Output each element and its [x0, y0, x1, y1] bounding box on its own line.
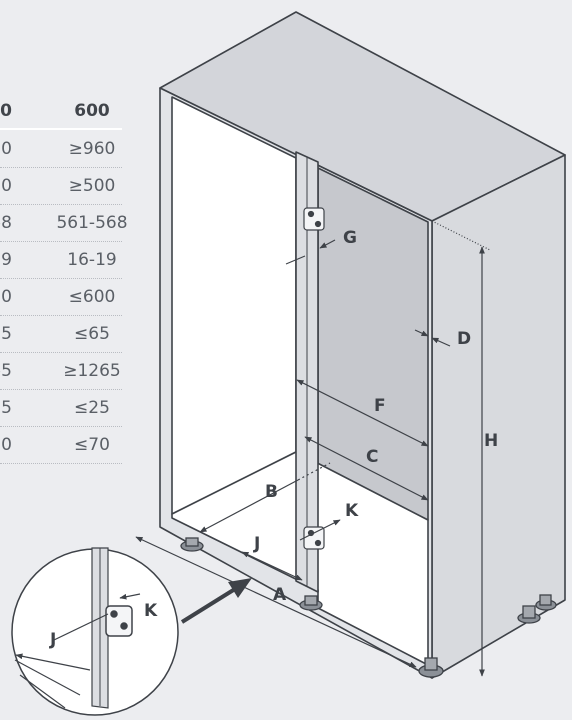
- table-cell: 16-19: [67, 250, 117, 270]
- label-f: F: [374, 396, 386, 416]
- foot: [539, 594, 552, 606]
- dimension-line-a: [135, 536, 417, 668]
- label-b: B: [265, 482, 278, 502]
- table-cell: 5: [1, 398, 12, 418]
- foot: [522, 605, 536, 619]
- dimension-line-d: [414, 329, 429, 337]
- foot: [185, 537, 199, 547]
- table-row: 5 ≤65: [0, 315, 122, 353]
- table-row: 0 ≥500: [0, 167, 122, 205]
- table-row: -68 561-568: [0, 204, 128, 242]
- table-row: 0 ≤600: [0, 278, 122, 316]
- label-h: H: [484, 431, 498, 451]
- table-cell: 0: [1, 287, 12, 307]
- dimension-line-k: [299, 519, 341, 541]
- label-k: K: [345, 501, 359, 521]
- dimension-line-b: [199, 479, 299, 533]
- table-row: 9 16-19: [0, 241, 122, 279]
- foot: [304, 595, 318, 606]
- label-j-zoom: J: [49, 630, 56, 650]
- table-header-col2: 600: [74, 101, 110, 121]
- table-cell: 0: [1, 435, 12, 455]
- table-header-col1: 0: [0, 101, 12, 121]
- dimension-line-f: [296, 379, 429, 447]
- dimension-line-g: [319, 239, 336, 249]
- table-cell: 561-568: [56, 213, 128, 233]
- table-cell: ≥960: [68, 139, 116, 159]
- label-j: J: [253, 534, 260, 554]
- dimension-line-g: [285, 255, 306, 265]
- table-cell: -68: [0, 213, 12, 233]
- dimension-line-d: [431, 337, 451, 347]
- hinge-upper: [303, 207, 325, 231]
- label-g: G: [343, 228, 357, 248]
- table-cell: 5: [1, 324, 12, 344]
- dimension-line-h-tick: [431, 220, 491, 251]
- cabinet-inner-left: [171, 96, 297, 515]
- label-k-zoom: K: [144, 601, 158, 621]
- foot: [424, 657, 438, 671]
- dimension-line-j: [241, 551, 303, 581]
- table-row: 5 ≤25: [0, 389, 122, 427]
- table-cell: 0: [1, 176, 12, 196]
- label-c: C: [366, 447, 378, 467]
- table-cell: ≤70: [74, 435, 110, 455]
- table-header: 0 600: [0, 94, 122, 130]
- cabinet: [159, 11, 566, 679]
- dimension-line-c: [304, 436, 429, 501]
- table-cell: ≤600: [68, 287, 116, 307]
- table-cell: ≤25: [74, 398, 110, 418]
- table-cell: ≤65: [74, 324, 110, 344]
- table-cell: 0: [1, 139, 12, 159]
- table-row: 65 ≥1265: [0, 352, 122, 390]
- dimension-lines: [135, 220, 491, 677]
- zoom-detail: [11, 547, 179, 716]
- zoom-arrow: [180, 578, 252, 624]
- table-cell: ≥1265: [63, 361, 121, 381]
- hinge-lower: [303, 526, 325, 550]
- table-cell: 9: [1, 250, 12, 270]
- label-d: D: [457, 329, 471, 349]
- label-a: A: [273, 585, 287, 605]
- table-row: 0 ≥960: [0, 130, 122, 168]
- table-row: 0 ≤70: [0, 426, 122, 464]
- table-cell: ≥500: [68, 176, 116, 196]
- cabinet-inner-back: [317, 167, 429, 521]
- table-cell: 65: [0, 361, 12, 381]
